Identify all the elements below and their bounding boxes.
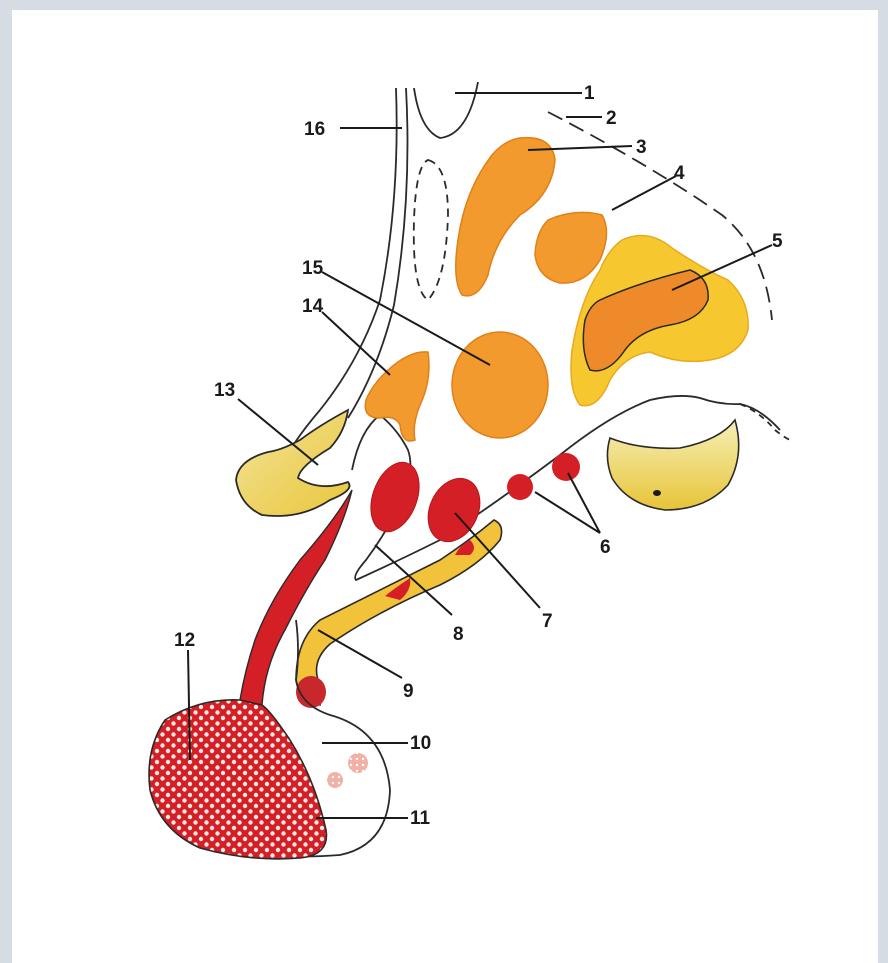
label-9: 9 [403, 681, 414, 702]
bowl-dot [653, 490, 661, 496]
red-nucleus-6b [552, 453, 580, 481]
nucleus-3 [456, 138, 555, 296]
label-2: 2 [606, 108, 617, 129]
label-16: 16 [304, 119, 325, 140]
label-11: 11 [410, 808, 431, 829]
dashed-tail [740, 404, 790, 440]
anterior-lobe-12 [149, 700, 326, 859]
mammillary-bowl [607, 420, 738, 510]
label-14: 14 [302, 296, 324, 317]
dashed-loop [414, 160, 448, 300]
red-nucleus-6a [507, 474, 533, 500]
pale-yellow-structure-13 [236, 410, 350, 516]
dotted-spot-b [327, 772, 343, 788]
nucleus-15 [452, 332, 548, 438]
dotted-spot-a [348, 753, 368, 773]
label-5: 5 [772, 231, 783, 252]
label-13: 13 [214, 380, 235, 401]
label-3: 3 [636, 137, 647, 158]
label-7: 7 [542, 611, 553, 632]
label-15: 15 [302, 258, 324, 279]
label-8: 8 [453, 624, 464, 645]
nucleus-4 [535, 212, 607, 283]
label-1: 1 [584, 83, 595, 104]
ventricle-arch-1 [414, 82, 478, 138]
label-6: 6 [600, 537, 611, 558]
label-12: 12 [174, 630, 195, 651]
label-10: 10 [410, 733, 431, 754]
label-4: 4 [674, 163, 685, 184]
red-nucleus-8 [362, 456, 428, 539]
